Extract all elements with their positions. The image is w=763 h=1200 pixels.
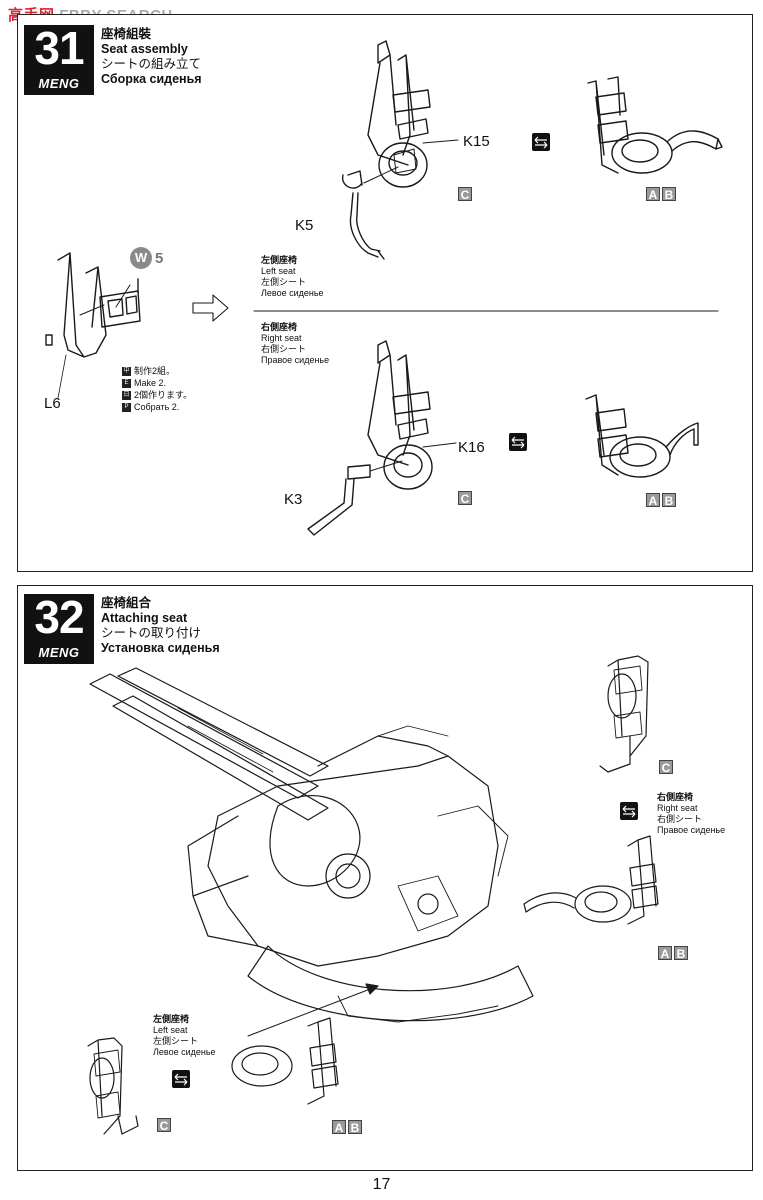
- paint-code-ab-left: A B: [332, 1120, 362, 1135]
- paint-code-b: B: [348, 1120, 362, 1135]
- paint-code-a: A: [646, 493, 660, 508]
- paint-code-c-left: C: [157, 1118, 171, 1133]
- weathering-circle-icon: W: [130, 247, 152, 269]
- paint-code-b: B: [662, 187, 676, 202]
- paint-code-ab-upper: A B: [646, 187, 676, 202]
- left-seat-zh: 左側座椅: [153, 1014, 190, 1024]
- step-31-title-ja: シートの組み立て: [101, 57, 202, 71]
- step-32-title: 座椅組合 Attaching seat シートの取り付け Установка с…: [101, 596, 220, 656]
- left-seat-ja: 左側シート: [153, 1036, 199, 1046]
- left-seat-en: Left seat: [261, 266, 296, 276]
- right-seat-ru: Правое сиденье: [657, 825, 726, 835]
- part-label-k5: K5: [295, 217, 314, 234]
- step-31-badge: 31 MENG: [24, 22, 94, 95]
- right-seat-caption: 右側座椅 Right seat 右側シート Правое сиденье: [261, 322, 329, 366]
- paint-code-a: A: [658, 946, 672, 961]
- paint-code-c-right: C: [659, 760, 673, 775]
- step-32-brand-logo: MENG: [38, 645, 80, 660]
- page-number: 17: [372, 1176, 391, 1193]
- step-31-illustration: [45, 40, 723, 536]
- paint-code-ab-lower: A B: [646, 493, 676, 508]
- make-two-en: Make 2.: [134, 378, 167, 388]
- step-32-badge: 32 MENG: [24, 591, 94, 664]
- right-seat-en: Right seat: [657, 803, 698, 813]
- left-seat-zh: 左側座椅: [261, 255, 298, 265]
- mirror-arrows-icon: [172, 1070, 190, 1088]
- paint-code-b: B: [674, 946, 688, 961]
- step-31-title-ru: Сборка сиденья: [101, 72, 202, 86]
- part-label-k16: K16: [458, 439, 485, 456]
- step-32-title-en: Attaching seat: [101, 611, 188, 625]
- paint-code-ab-right: A B: [658, 946, 688, 961]
- paint-code-c-upper: C: [458, 187, 472, 202]
- part-label-k15: K15: [463, 133, 490, 150]
- lang-zh-icon: 中: [122, 366, 131, 376]
- right-seat-zh: 右側座椅: [657, 792, 694, 802]
- right-seat-ru: Правое сиденье: [261, 355, 330, 365]
- step-32-title-zh: 座椅組合: [101, 596, 152, 610]
- paint-code-a: A: [332, 1120, 346, 1135]
- step-31-brand-logo: MENG: [38, 76, 80, 91]
- step-32-title-ru: Установка сиденья: [101, 641, 220, 655]
- right-seat-en: Right seat: [261, 333, 302, 343]
- make-two-zh: 制作2組。: [134, 366, 176, 376]
- make-two-ru: Собрать 2.: [134, 402, 180, 412]
- step-32-number: 32: [34, 591, 84, 643]
- right-seat-zh: 右側座椅: [261, 322, 298, 332]
- paint-code-b: B: [662, 493, 676, 508]
- left-seat-ru: Левое сиденье: [153, 1047, 216, 1057]
- step-31-title-en: Seat assembly: [101, 42, 188, 56]
- part-label-l6: L6: [44, 395, 61, 412]
- paint-code-c-lower: C: [458, 491, 472, 506]
- mirror-arrows-icon: [532, 133, 550, 151]
- left-seat-en: Left seat: [153, 1025, 188, 1035]
- lang-en-icon: E: [122, 378, 131, 388]
- step-32-illustration: [87, 655, 659, 1135]
- step-32-title-ja: シートの取り付け: [101, 626, 202, 640]
- lang-ja-icon: 日: [122, 390, 131, 400]
- part-label-k3: K3: [284, 491, 303, 508]
- weathering-number: 5: [155, 249, 164, 267]
- left-seat-ru: Левое сиденье: [261, 288, 324, 298]
- step-31-title-zh: 座椅組裝: [101, 27, 152, 41]
- left-seat-caption: 左側座椅 Left seat 左側シート Левое сиденье: [261, 255, 324, 299]
- right-seat-ja: 右側シート: [657, 814, 703, 824]
- step-31-panel: 31 MENG 座椅組裝 Seat assembly シートの組み立て Сбор…: [17, 14, 753, 572]
- mirror-arrows-icon: [620, 802, 638, 820]
- lang-ru-icon: P: [122, 402, 131, 412]
- left-seat-caption-32: 左側座椅 Left seat 左側シート Левое сиденье: [153, 1014, 216, 1058]
- left-seat-ja: 左側シート: [261, 277, 307, 287]
- mirror-arrows-icon: [509, 433, 527, 451]
- paint-code-a: A: [646, 187, 660, 202]
- weathering-marker: W 5: [130, 247, 163, 269]
- right-seat-caption-32: 右側座椅 Right seat 右側シート Правое сиденье: [657, 792, 725, 836]
- make-two-ja: 2個作ります。: [134, 390, 193, 400]
- step-31-number: 31: [34, 22, 84, 74]
- step-32-panel: 32 MENG 座椅組合 Attaching seat シートの取り付け Уст…: [17, 585, 753, 1171]
- right-seat-ja: 右側シート: [261, 344, 307, 354]
- step-31-title: 座椅組裝 Seat assembly シートの組み立て Сборка сиден…: [101, 27, 202, 87]
